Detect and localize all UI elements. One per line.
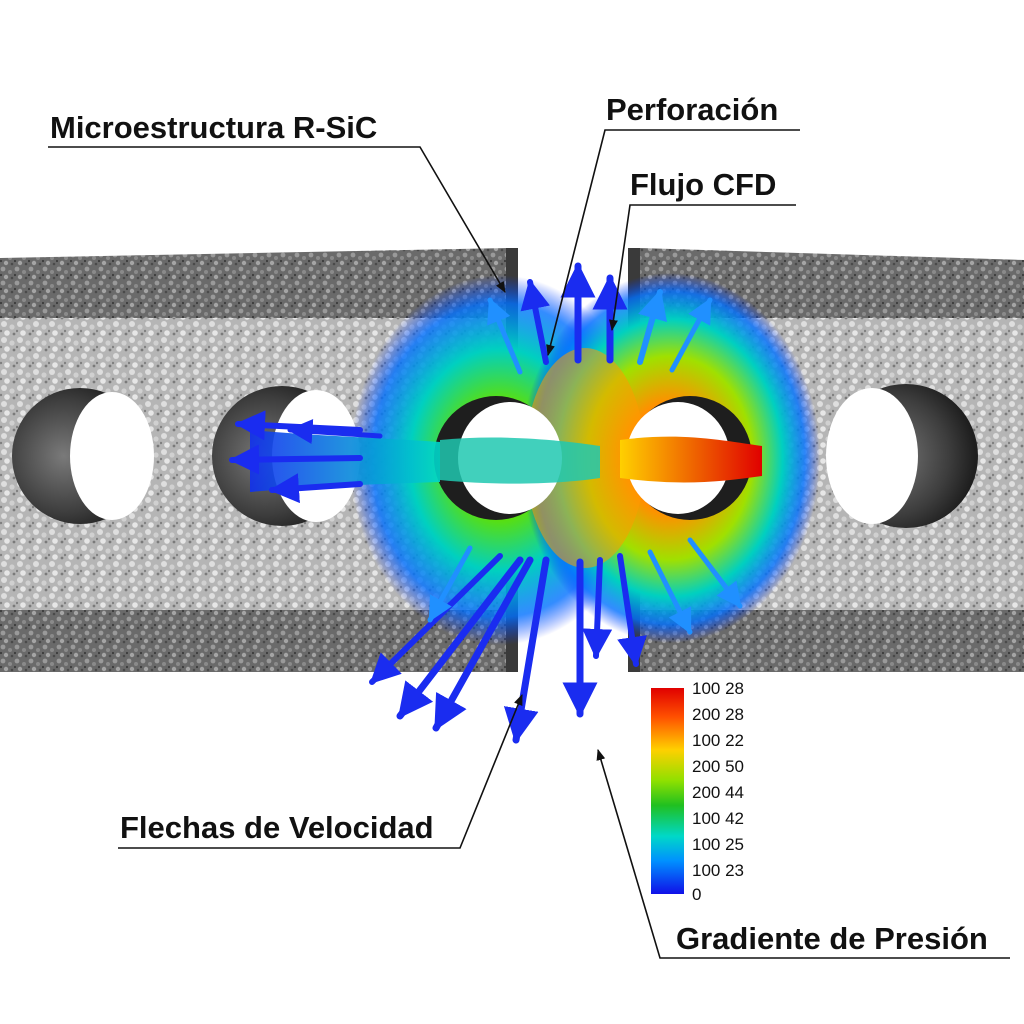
leader-microstructure: [48, 146, 506, 293]
legend-tick: 100 25: [692, 835, 744, 854]
hole-far-left: [12, 388, 154, 524]
legend-colorbar: [651, 688, 684, 894]
leader-pressure-gradient: [596, 748, 1010, 959]
label-microstructure: Microestructura R-SiC: [50, 110, 378, 145]
label-cfd-flow: Flujo CFD: [630, 167, 777, 202]
legend-tick: 100 28: [692, 679, 744, 698]
label-velocity-arrows: Flechas de Velocidad: [120, 810, 434, 845]
velocity-arrows: [229, 262, 743, 744]
jet-right: [620, 436, 762, 483]
leader-velocity-arrows: [118, 693, 523, 849]
legend-tick: 200 28: [692, 705, 744, 724]
legend-tick: 100 23: [692, 861, 744, 880]
legend-tick: 200 50: [692, 757, 744, 776]
leader-perforation: [546, 129, 800, 357]
legend-tick: 100 42: [692, 809, 744, 828]
slab-top-dark-left: [0, 248, 512, 322]
leader-cfd-flow: [609, 204, 796, 332]
label-perforation: Perforación: [606, 92, 779, 127]
legend-tick: 0: [692, 885, 702, 904]
hole-far-right: [826, 384, 978, 528]
callout-lines: [48, 129, 1010, 959]
legend-tick: 200 44: [692, 783, 744, 802]
label-pressure-gradient: Gradiente de Presión: [676, 921, 988, 956]
legend-tick: 100 22: [692, 731, 744, 750]
jet-center-left: [440, 437, 600, 484]
